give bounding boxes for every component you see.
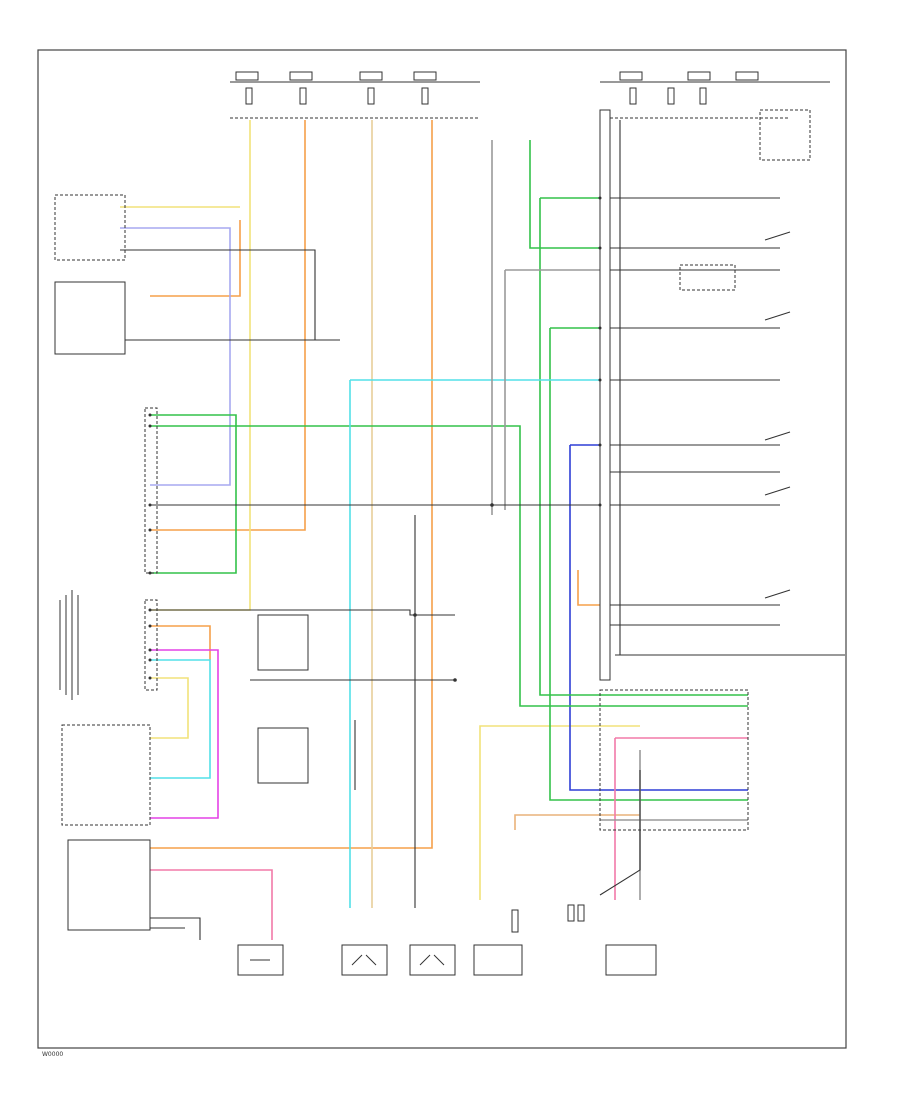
wire-gray-black-group [120, 120, 845, 940]
left-connectors [54, 109, 749, 931]
wire-cyan-group [150, 379, 600, 908]
bottom-components [237, 904, 657, 976]
wire-pink-group [150, 649, 748, 940]
top-fuse-bus [230, 71, 830, 119]
diagram-frame [37, 49, 847, 1049]
wire-orange-group [150, 120, 640, 849]
pin-markers [148, 196, 602, 682]
wire-green-group [150, 140, 748, 801]
wire-blue-group [120, 227, 748, 791]
right-switch-blocks [679, 109, 811, 599]
footer-code: W0000 [42, 1051, 63, 1058]
